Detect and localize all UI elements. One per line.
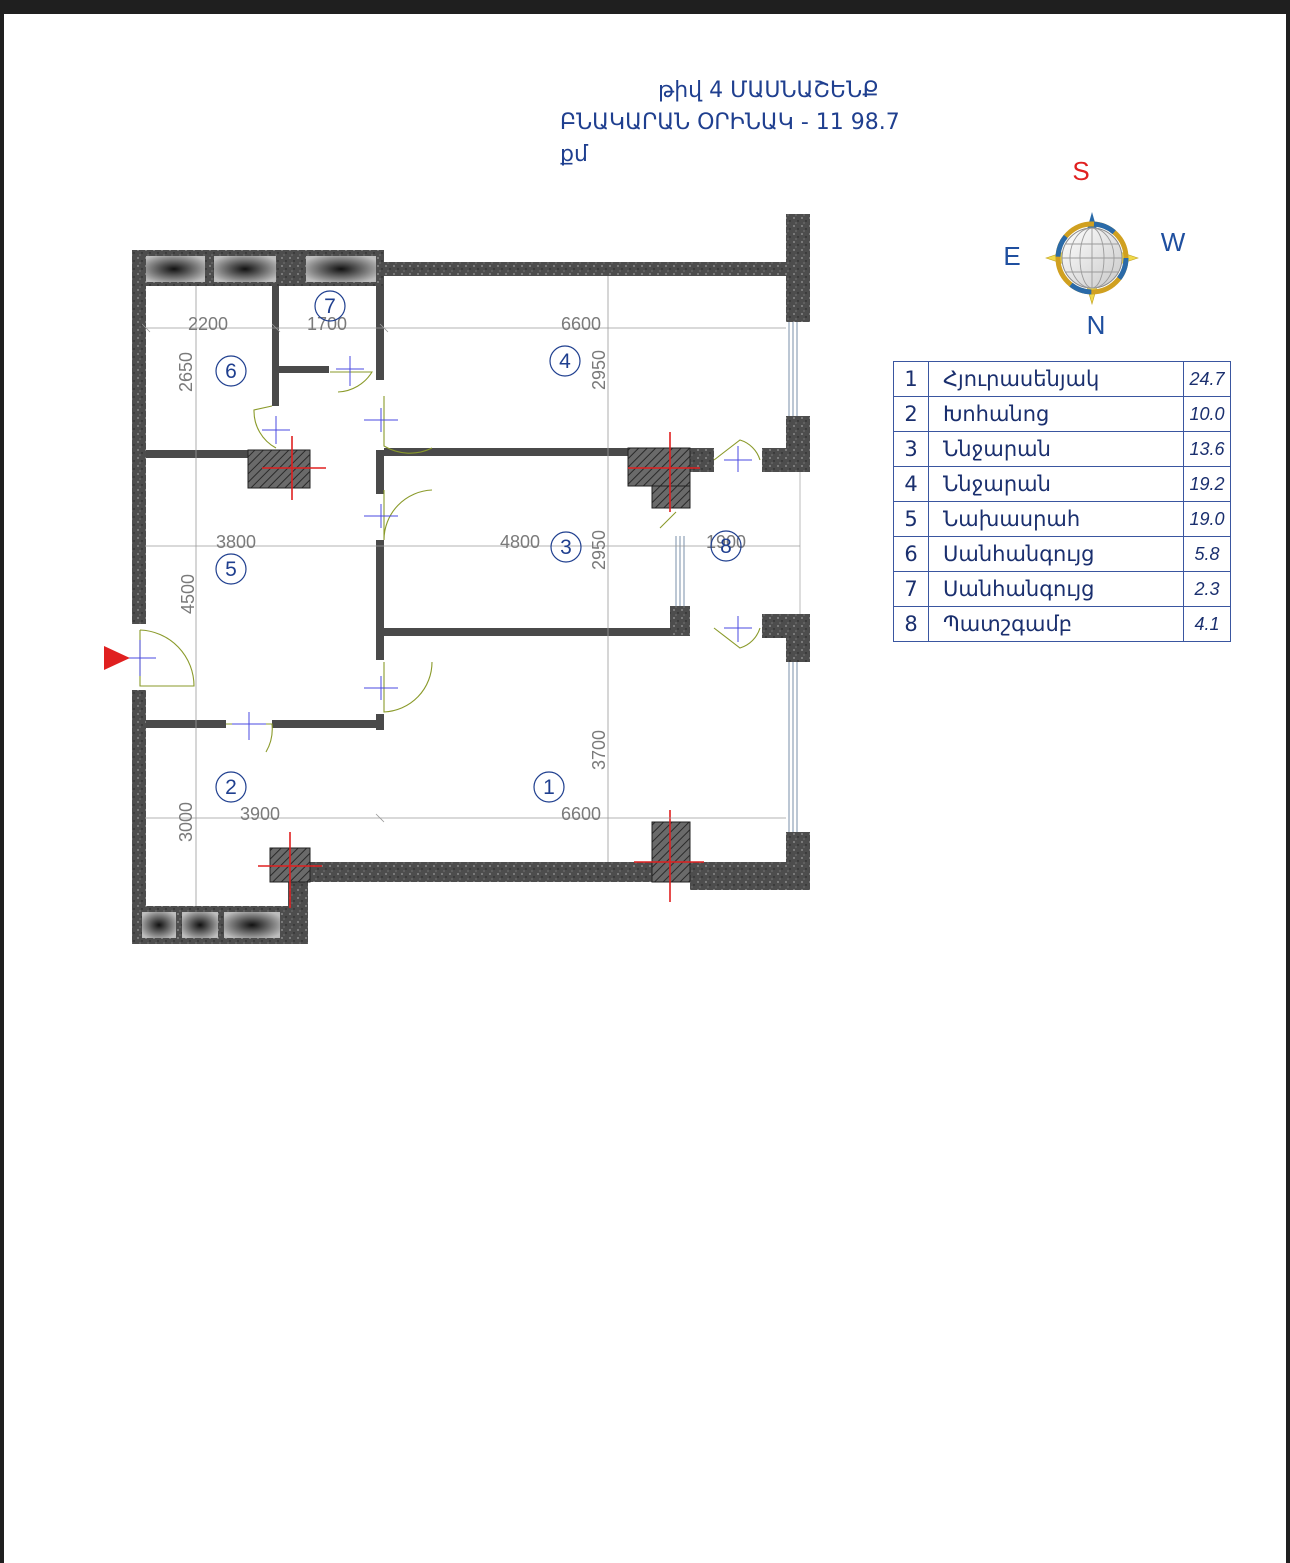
room-area: 24.7 [1183, 361, 1231, 397]
dim-3000: 3000 [176, 802, 196, 842]
dim-3800: 3800 [216, 532, 256, 552]
column-markers [258, 432, 704, 908]
room-name: Սանհանգույց [928, 536, 1184, 572]
svg-text:8: 8 [720, 535, 732, 558]
room-name: Նախասրահ [928, 501, 1184, 537]
room-marker-5: 5 [215, 553, 247, 585]
room-number: 8 [893, 606, 929, 642]
dim-6600-bottom: 6600 [561, 804, 601, 824]
door-markers [126, 356, 752, 740]
room-number: 1 [893, 361, 929, 397]
dim-4800: 4800 [500, 532, 540, 552]
room-markers: 7 6 4 5 3 8 2 1 [215, 290, 742, 803]
dim-3900: 3900 [240, 804, 280, 824]
compass-rose-icon: S E W N [1003, 156, 1185, 340]
room-number: 2 [893, 396, 929, 432]
svg-text:6: 6 [225, 360, 237, 383]
room-number: 3 [893, 431, 929, 467]
dim-2950-top: 2950 [589, 350, 609, 390]
room-marker-8: 8 [710, 530, 742, 562]
room-name: Ննջարան [928, 466, 1184, 502]
table-row: 1 Հյուրասենյակ 24.7 [893, 361, 1231, 397]
table-row: 5 Նախասրահ 19.0 [893, 501, 1231, 537]
room-number: 6 [893, 536, 929, 572]
dim-6600-top: 6600 [561, 314, 601, 334]
room-name: Պատշգամբ [928, 606, 1184, 642]
title-line-3: քմ [560, 142, 588, 167]
room-name: Խոհանոց [928, 396, 1184, 432]
room-legend-table: 1 Հյուրասենյակ 24.7 2 Խոհանոց 10.0 3 Ննջ… [893, 361, 1231, 642]
table-row: 8 Պատշգամբ 4.1 [893, 606, 1231, 642]
windows [675, 322, 801, 832]
dim-2950-mid: 2950 [589, 530, 609, 570]
room-marker-2: 2 [215, 771, 247, 803]
room-marker-3: 3 [550, 531, 582, 563]
compass-west: W [1161, 227, 1186, 257]
room-number: 7 [893, 571, 929, 607]
title-line-2: ԲՆԱԿԱՐԱՆ ՕՐԻՆԱԿ - 11 98.7 [560, 110, 900, 135]
room-area: 13.6 [1183, 431, 1231, 467]
room-area: 10.0 [1183, 396, 1231, 432]
room-number: 4 [893, 466, 929, 502]
compass-east: E [1003, 241, 1020, 271]
dim-2650: 2650 [176, 352, 196, 392]
entry-arrow-icon [104, 646, 130, 670]
room-name: Ննջարան [928, 431, 1184, 467]
room-marker-6: 6 [215, 355, 247, 387]
room-area: 2.3 [1183, 571, 1231, 607]
dimension-labels: 2200 1700 6600 2650 2950 3800 4800 2950 … [176, 314, 746, 842]
svg-text:7: 7 [324, 295, 336, 318]
table-row: 2 Խոհանոց 10.0 [893, 396, 1231, 432]
dim-1900: 1900 [706, 532, 746, 552]
room-area: 4.1 [1183, 606, 1231, 642]
dim-4500: 4500 [178, 574, 198, 614]
room-area: 5.8 [1183, 536, 1231, 572]
dimension-lines [141, 276, 800, 906]
room-area: 19.2 [1183, 466, 1231, 502]
title-line-1: թիվ 4 ՄԱՍՆԱՇԵՆՔ [658, 78, 879, 103]
table-row: 7 Սանհանգույց 2.3 [893, 571, 1231, 607]
room-marker-4: 4 [549, 345, 581, 377]
dim-3700: 3700 [589, 730, 609, 770]
table-row: 6 Սանհանգույց 5.8 [893, 536, 1231, 572]
svg-text:2: 2 [225, 776, 237, 799]
table-row: 3 Ննջարան 13.6 [893, 431, 1231, 467]
room-area: 19.0 [1183, 501, 1231, 537]
walls [132, 214, 810, 944]
room-marker-1: 1 [533, 771, 565, 803]
svg-text:1: 1 [543, 776, 555, 799]
svg-text:5: 5 [225, 558, 237, 581]
room-name: Սանհանգույց [928, 571, 1184, 607]
compass-north: N [1087, 310, 1106, 340]
svg-text:3: 3 [560, 536, 572, 559]
room-marker-7: 7 [314, 290, 346, 322]
room-number: 5 [893, 501, 929, 537]
dim-2200: 2200 [188, 314, 228, 334]
doors [139, 371, 761, 753]
table-row: 4 Ննջարան 19.2 [893, 466, 1231, 502]
room-name: Հյուրասենյակ [928, 361, 1184, 397]
compass-south: S [1072, 156, 1089, 186]
svg-text:4: 4 [559, 350, 571, 373]
